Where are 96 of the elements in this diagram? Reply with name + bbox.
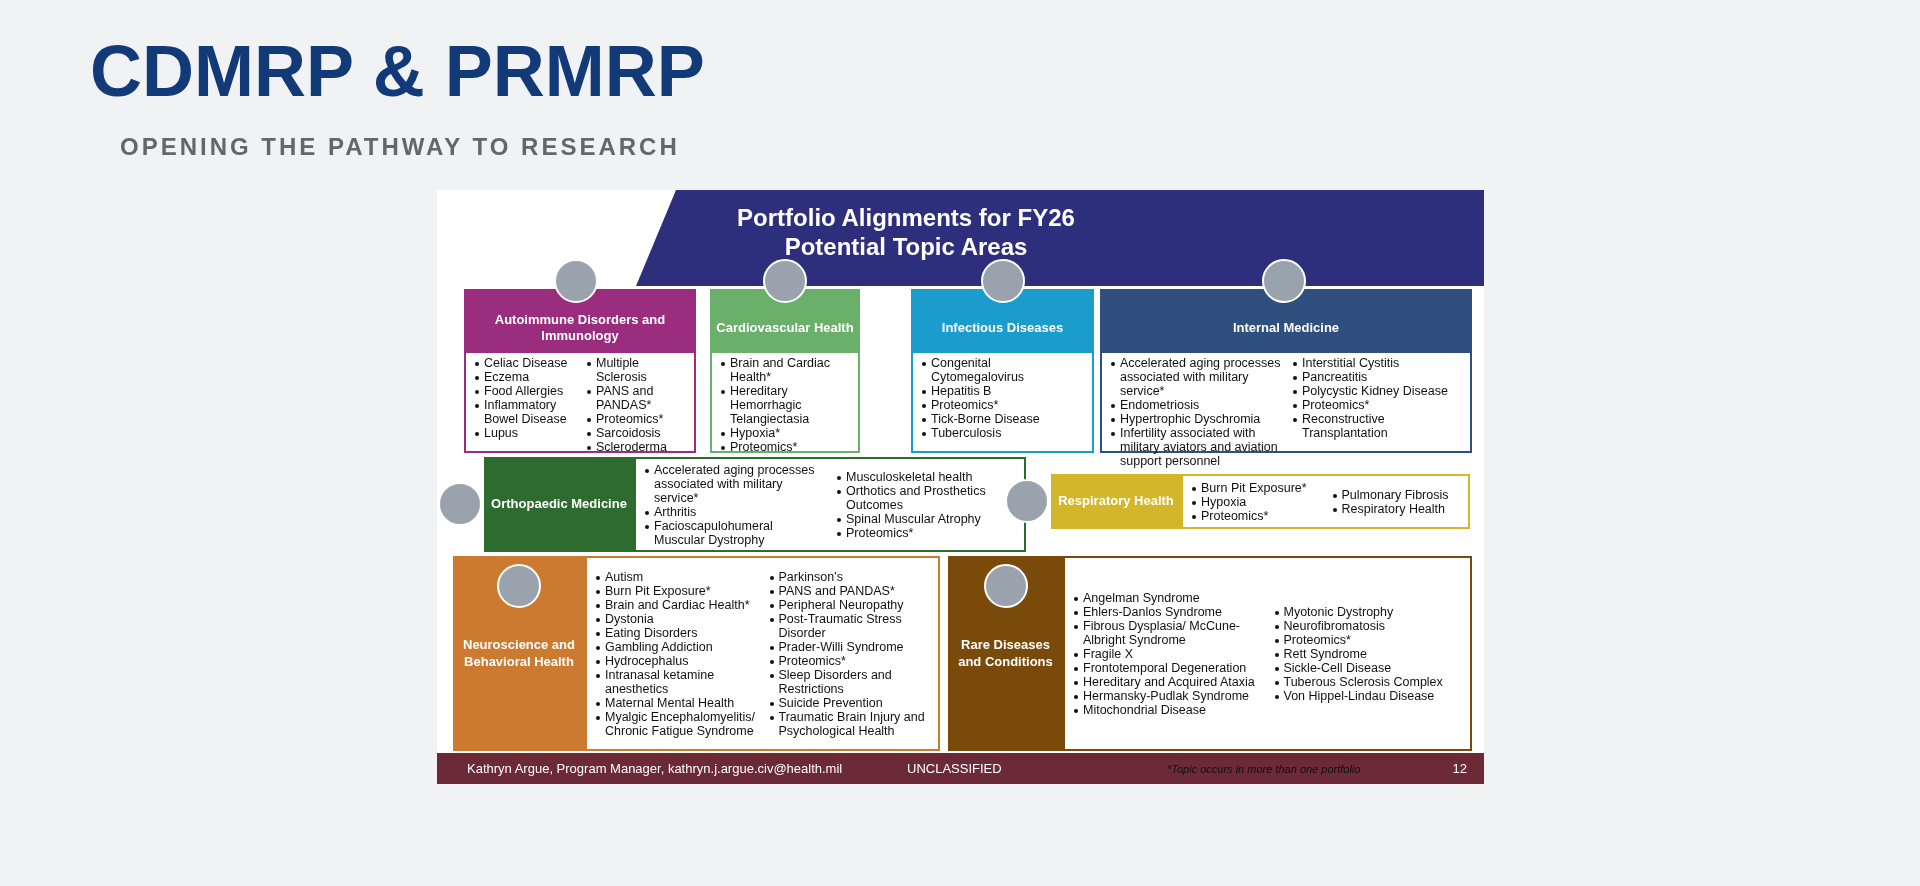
list-item: Traumatic Brain Injury and Psychological Health (768, 709, 932, 738)
list-item: Myalgic Encephalomyelitis/ Chronic Fatigue Syndrome (595, 709, 759, 738)
list-item: Celiac Disease (474, 356, 576, 370)
list-item: Mitochondrial Disease (1073, 702, 1264, 717)
list-item: Sarcoidosis (586, 426, 688, 440)
banner-title: Portfolio Alignments for FY26 Potential Topic Areas (736, 204, 1076, 262)
list-item: Tick-Borne Disease (921, 412, 1086, 426)
list-item: Hypoxia (1191, 494, 1322, 509)
list-item: Hermansky-Pudlak Syndrome (1073, 688, 1264, 703)
list-item: Accelerated aging processes associated with military service* (1110, 356, 1282, 398)
portfolio-heading: Respiratory Health (1051, 474, 1181, 529)
portfolio-card (453, 556, 940, 751)
list-item: Rett Syndrome (1273, 646, 1464, 661)
list-item: Scleroderma (586, 440, 688, 454)
list-item: PANS and PANDAS* (586, 384, 688, 412)
list-item: Brain and Cardiac Health* (720, 356, 852, 384)
portfolio-heading: Autoimmune Disorders and Immunology (464, 289, 696, 351)
classification-label: UNCLASSIFIED (907, 761, 1003, 776)
list-item: Facioscapulohumeral Muscular Dystrophy (644, 518, 826, 547)
list-item: Hydrocephalus (595, 653, 759, 668)
list-item: Peripheral Neuropathy (768, 597, 932, 612)
portfolio-heading: Rare Diseases and Conditions (948, 556, 1063, 751)
list-item: Fragile X (1073, 646, 1264, 661)
portfolio-card (710, 289, 860, 453)
list-item: Fibrous Dysplasia/ McCune-Albright Syndrome (1073, 618, 1264, 647)
list-item: Sleep Disorders and Restrictions (768, 667, 932, 696)
list-item: Infertility associated with military aviators and aviation support personnel (1110, 426, 1282, 468)
list-item: Von Hippel-Lindau Disease (1273, 688, 1464, 703)
footnote: *Topic occurs in more than one portfolio (1167, 763, 1362, 775)
list-item: Pancreatitis (1292, 370, 1464, 384)
portfolio-heading: Internal Medicine (1100, 289, 1472, 351)
list-item: Tuberculosis (921, 426, 1086, 440)
list-item: Proteomics* (1292, 398, 1464, 412)
portfolio-heading: Neuroscience and Behavioral Health (453, 556, 585, 751)
list-item: Burn Pit Exposure* (595, 583, 759, 598)
list-item: Sickle-Cell Disease (1273, 660, 1464, 675)
list-item: Food Allergies (474, 384, 576, 398)
list-item: Arthritis (644, 504, 826, 519)
list-item: Post-Traumatic Stress Disorder (768, 611, 932, 640)
list-item: Eczema (474, 370, 576, 384)
list-item: Interstitial Cystitis (1292, 356, 1464, 370)
list-item: Hereditary Hemorrhagic Telangiectasia (720, 384, 852, 426)
list-item: Frontotemporal Degeneration (1073, 660, 1264, 675)
portfolio-card (948, 556, 1472, 751)
list-item: Parkinson’s (768, 569, 932, 584)
subtitle: OPENING THE PATHWAY TO RESEARCH (120, 133, 681, 161)
list-item: Gambling Addiction (595, 639, 759, 654)
list-item: Proteomics* (1273, 632, 1464, 647)
list-item: Myotonic Dystrophy (1273, 604, 1464, 619)
portfolio-heading: Orthopaedic Medicine (484, 457, 634, 552)
list-item: Pulmonary Fibrosis (1331, 487, 1462, 502)
list-item: Proteomics* (768, 653, 932, 668)
footer-bar (437, 753, 1484, 784)
list-item: Endometriosis (1110, 398, 1282, 412)
list-item: Musculoskeletal health (836, 469, 1018, 484)
page-number: 12 (1451, 761, 1467, 776)
list-item: Polycystic Kidney Disease (1292, 384, 1464, 398)
list-item: Accelerated aging processes associated with military service* (644, 462, 826, 505)
list-item: Proteomics* (921, 398, 1086, 412)
portfolio-card (1051, 474, 1470, 529)
list-item: Reconstructive Transplantation (1292, 412, 1464, 440)
list-item: Congenital Cytomegalovirus (921, 356, 1086, 384)
list-item: Tuberous Sclerosis Complex (1273, 674, 1464, 689)
list-item: Hepatitis B (921, 384, 1086, 398)
list-item: Hypertrophic Dyschromia (1110, 412, 1282, 426)
list-item: Angelman Syndrome (1073, 590, 1264, 605)
list-item: Brain and Cardiac Health* (595, 597, 759, 612)
list-item: Respiratory Health (1331, 501, 1462, 516)
list-item: Eating Disorders (595, 625, 759, 640)
list-item: Burn Pit Exposure* (1191, 480, 1322, 495)
portfolio-heading: Cardiovascular Health (710, 289, 860, 351)
list-item: Maternal Mental Health (595, 695, 759, 710)
list-item: PANS and PANDAS* (768, 583, 932, 598)
portfolio-card (484, 457, 1026, 552)
list-item: Lupus (474, 426, 576, 440)
list-item: Proteomics* (720, 440, 852, 454)
portfolio-card (911, 289, 1094, 453)
list-item: Inflammatory Bowel Disease (474, 398, 576, 426)
page-title: CDMRP & PRMRP (90, 30, 706, 112)
portfolio-heading: Infectious Diseases (911, 289, 1094, 351)
list-item: Hypoxia* (720, 426, 852, 440)
list-item: Proteomics* (1191, 508, 1322, 523)
portfolio-card (464, 289, 696, 453)
title-banner (636, 190, 1484, 286)
list-item: Suicide Prevention (768, 695, 932, 710)
list-item: Neurofibromatosis (1273, 618, 1464, 633)
list-item: Hereditary and Acquired Ataxia (1073, 674, 1264, 689)
list-item: Proteomics* (836, 525, 1018, 540)
list-item: Prader-Willi Syndrome (768, 639, 932, 654)
list-item: Intranasal ketamine anesthetics (595, 667, 759, 696)
list-item: Proteomics* (586, 412, 688, 426)
list-item: Autism (595, 569, 759, 584)
list-item: Ehlers-Danlos Syndrome (1073, 604, 1264, 619)
list-item: Dystonia (595, 611, 759, 626)
list-item: Multiple Sclerosis (586, 356, 688, 384)
footer-contact: Kathryn Argue, Program Manager, kathryn.j.argue.civ@health.mil (467, 761, 844, 776)
